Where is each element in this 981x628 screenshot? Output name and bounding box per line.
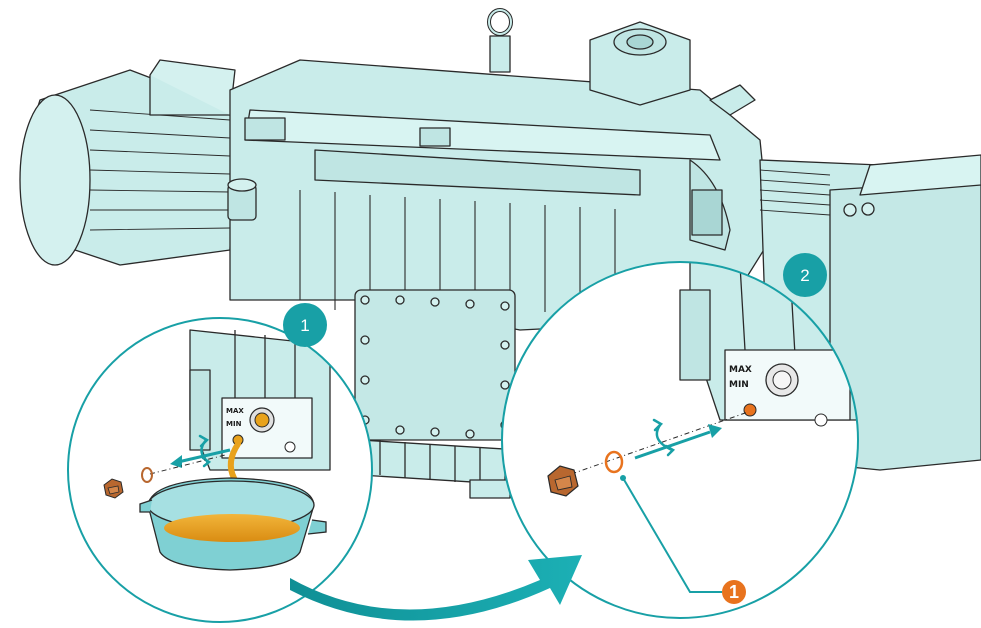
callout-badge: 1	[722, 580, 746, 604]
o-ring-left	[141, 467, 153, 483]
drain-hole-right	[743, 403, 757, 417]
pump-housing	[229, 59, 771, 499]
oil-drain-pan	[139, 477, 327, 571]
callout-leader	[622, 477, 722, 593]
step-1-number: 1	[300, 316, 309, 335]
oil-level-plate-right: MAX MIN	[729, 363, 828, 427]
step-2-number: 2	[800, 266, 809, 285]
min-label-right: MIN	[729, 380, 749, 390]
drain-plug-left	[103, 478, 124, 499]
max-label: MAX	[226, 407, 244, 415]
direction-arrow-icon	[634, 424, 722, 460]
oil-level-plate-left: MAX MIN	[226, 407, 296, 453]
rotate-arrow-icon	[198, 434, 212, 468]
oil-filler-cap	[227, 178, 257, 221]
curved-transition-arrow-icon	[290, 555, 582, 621]
direction-arrow-icon	[170, 448, 231, 468]
inlet-flange	[589, 21, 756, 116]
motor	[19, 59, 236, 266]
callout-number: 1	[729, 582, 739, 602]
max-label-right: MAX	[729, 365, 752, 375]
vacuum-pump	[19, 8, 981, 499]
step-2-badge: 2	[783, 253, 827, 297]
lifting-eye	[487, 8, 513, 73]
min-label: MIN	[226, 420, 242, 428]
drain-plug-right	[547, 465, 579, 497]
o-ring-right	[604, 450, 624, 474]
detail-step-1: MAX MIN	[67, 303, 373, 623]
step-1-badge: 1	[283, 303, 327, 347]
